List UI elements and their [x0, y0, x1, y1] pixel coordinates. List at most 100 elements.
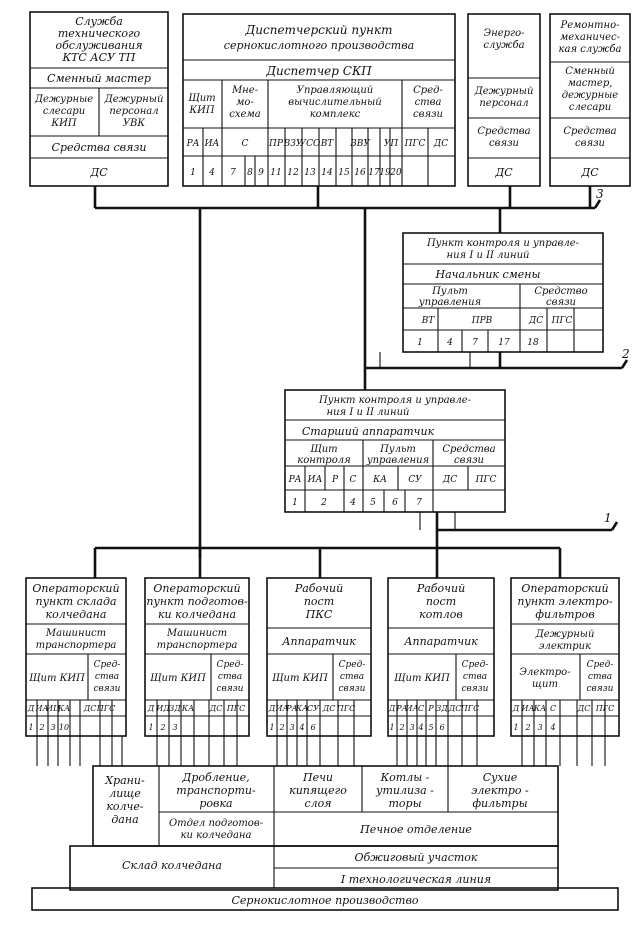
- plant-prep-1: Отдел подготов-: [169, 818, 264, 829]
- code: РА: [395, 704, 407, 713]
- code: УСО: [300, 139, 321, 149]
- repair-title-2: механичес-: [560, 32, 621, 43]
- num: 16: [354, 168, 366, 178]
- energy-title-1: Энерго-: [483, 28, 525, 39]
- energy-staff-2: персонал: [479, 98, 528, 109]
- repair-comm-1: Средства: [563, 126, 616, 137]
- code: ПГС: [226, 704, 245, 713]
- code: ИА: [34, 704, 48, 713]
- code: ВВУ: [349, 139, 371, 149]
- op-prep-box: Операторский пункт подготов- ки колчедан…: [144, 577, 250, 737]
- energy-box: Энерго- служба Дежурный персонал Средств…: [467, 13, 541, 187]
- dispatch-codes: РА ИА С ПР ВЗУ УСО ВТ ВВУ УП ПГС ДС: [186, 139, 449, 149]
- ctrl-lower-console-2: управления: [366, 455, 429, 466]
- work-pks-comm-3: связи: [339, 684, 366, 694]
- dispatch-title-2: сернокислотного производства: [224, 39, 414, 52]
- num: 4: [298, 723, 304, 732]
- code: ПГС: [595, 704, 614, 713]
- num: 1: [292, 498, 298, 508]
- connection-lines: [93, 186, 629, 578]
- shift-master: Сменный мастер: [47, 72, 151, 85]
- num: 3: [172, 723, 177, 732]
- plant-table: Храни- лище колче- дана Дробление, транс…: [31, 765, 619, 911]
- num: 2: [524, 723, 530, 732]
- ctrl-upper-title-2: ния I и II линий: [447, 250, 530, 261]
- code: С: [418, 704, 424, 713]
- op-filters-title-2: пункт электро-: [517, 595, 613, 608]
- op-filters-title-3: фильтров: [535, 608, 594, 621]
- ctrl-lower-console-1: Пульт: [379, 444, 416, 455]
- code: ПГС: [404, 139, 426, 149]
- repair-staff-2: мастер,: [568, 78, 613, 89]
- num: 12: [287, 168, 299, 178]
- duty-uvk-3: УВК: [123, 118, 146, 129]
- code: ЗД: [169, 704, 181, 713]
- ctrl-lower-title-2: ния I и II линий: [327, 407, 410, 418]
- code: ВЗУ: [283, 139, 304, 149]
- code: ДС: [83, 704, 97, 713]
- dispatch-comm-1: Сред-: [413, 85, 443, 96]
- code: С: [550, 704, 556, 713]
- op-filters-panel-2: щит: [532, 679, 558, 690]
- num: 1: [417, 338, 423, 348]
- num: 10: [59, 723, 69, 732]
- num: 18: [527, 338, 539, 348]
- op-filters-role-2: электрик: [539, 641, 591, 652]
- op-stores-role-2: транспортера: [36, 640, 117, 651]
- work-boilers-role: Аппаратчик: [403, 635, 478, 648]
- dispatch-panel-2: КИП: [188, 105, 214, 116]
- energy-comm-1: Средства: [477, 126, 530, 137]
- op-filters-comm-1: Сред-: [587, 660, 614, 670]
- op-filters-box: Операторский пункт электро- фильтров Деж…: [510, 577, 620, 737]
- repair-ds: ДС: [580, 166, 599, 179]
- duty-kip-3: КИП: [50, 118, 76, 129]
- service-acs-title-2: технического: [58, 27, 141, 40]
- plant-filters-1: Сухие: [483, 771, 518, 784]
- code: ЗД: [436, 704, 448, 713]
- drop-lines: [36, 736, 606, 766]
- op-stores-role-1: Машинист: [45, 628, 106, 639]
- op-prep-panel: Щит КИП: [150, 673, 206, 684]
- op-stores-title-1: Операторский: [32, 582, 119, 595]
- plant-storage-3: колче-: [106, 800, 144, 813]
- repair-staff-3: дежурные: [562, 90, 619, 101]
- plant-storage-1: Храни-: [104, 774, 145, 787]
- dispatch-computer-3: комплекс: [310, 109, 361, 120]
- dispatcher: Диспетчер СКП: [265, 64, 372, 78]
- num: 4: [417, 723, 423, 732]
- code: Д: [388, 704, 396, 713]
- num: 6: [392, 498, 398, 508]
- plant-furnace-dept: Печное отделение: [359, 823, 472, 836]
- num: 7: [416, 498, 422, 508]
- num: 4: [446, 338, 453, 348]
- num: 7: [472, 338, 478, 348]
- service-acs-title: Служба: [75, 15, 123, 28]
- work-pks-panel: Щит КИП: [272, 673, 328, 684]
- dispatch-box: Диспетчерский пункт сернокислотного прои…: [182, 13, 456, 187]
- code: ИА: [307, 475, 323, 485]
- op-stores-box: Операторский пункт склада колчедана Маши…: [25, 577, 127, 737]
- service-acs-box: Служба технического обслуживания КТС АСУ…: [29, 11, 169, 187]
- code: С: [350, 475, 357, 485]
- dispatch-comm-2: ства: [415, 97, 442, 108]
- service-acs-title-4: КТС АСУ ТП: [62, 51, 136, 64]
- op-stores-panel: Щит КИП: [29, 673, 85, 684]
- plant-prep-2: ки колчедана: [181, 830, 252, 841]
- code: ДС: [322, 704, 336, 713]
- code: КА: [533, 704, 546, 713]
- code: ПГС: [336, 704, 355, 713]
- work-pks-comm-2: ства: [340, 672, 364, 682]
- op-stores-comm-2: ства: [95, 672, 119, 682]
- dispatch-numbers: 1 4 7 8 9 11 12 13 14 15 16 17 19 20: [190, 168, 402, 178]
- op-prep-comm-3: связи: [217, 684, 244, 694]
- code: Р: [427, 704, 434, 713]
- repair-staff-1: Сменный: [565, 66, 615, 77]
- work-pks-comm-1: Сред-: [339, 660, 366, 670]
- work-boilers-title-1: Рабочий: [416, 582, 465, 595]
- repair-title-1: Ремонтно-: [559, 20, 620, 31]
- op-stores-comm-3: связи: [94, 684, 121, 694]
- plant-furnaces-1: Печи: [302, 771, 333, 784]
- num: 6: [310, 723, 315, 732]
- op-prep-role-1: Машинист: [166, 628, 227, 639]
- plant-furnaces-3: слоя: [304, 797, 331, 810]
